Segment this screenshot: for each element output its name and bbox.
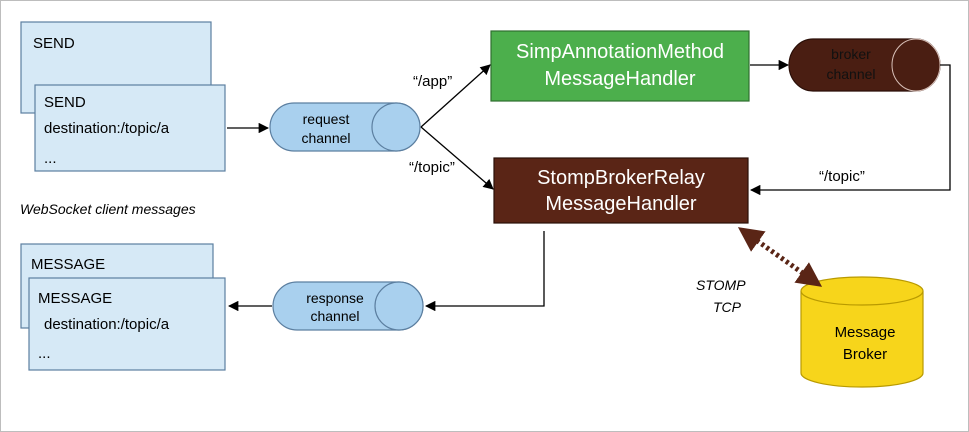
simp-annotation-handler: SimpAnnotationMethod MessageHandler bbox=[490, 30, 750, 102]
websocket-caption: WebSocket client messages bbox=[20, 201, 196, 217]
arrow-request-to-simp bbox=[420, 64, 491, 128]
arrow-relay-to-response bbox=[424, 231, 545, 312]
response-channel-line1: response bbox=[306, 290, 364, 306]
send-front-destination: destination:/topic/a bbox=[44, 120, 170, 137]
simp-handler-line1: SimpAnnotationMethod bbox=[516, 41, 724, 63]
label-stomp: STOMP bbox=[696, 277, 746, 293]
message-broker-line2: Broker bbox=[843, 346, 887, 363]
broker-channel-line1: broker bbox=[831, 46, 871, 62]
broker-channel: broker channel bbox=[788, 38, 941, 92]
simp-handler-line2: MessageHandler bbox=[544, 68, 696, 90]
message-front-ellipsis: ... bbox=[38, 345, 51, 362]
send-back-label: SEND bbox=[33, 35, 75, 52]
request-channel-line1: request bbox=[303, 111, 350, 127]
broker-channel-line2: channel bbox=[826, 66, 875, 82]
label-tcp: TCP bbox=[713, 299, 742, 315]
label-topic-left: “/topic” bbox=[409, 159, 455, 176]
message-front-destination: destination:/topic/a bbox=[44, 316, 170, 333]
message-front-type: MESSAGE bbox=[38, 290, 112, 307]
response-channel: response channel bbox=[272, 281, 424, 331]
relay-handler-line1: StompBrokerRelay bbox=[537, 167, 705, 189]
relay-handler-line2: MessageHandler bbox=[545, 193, 697, 215]
send-front-ellipsis: ... bbox=[44, 150, 57, 167]
send-message-front: SEND destination:/topic/a ... bbox=[34, 84, 226, 172]
request-channel: request channel bbox=[269, 102, 421, 152]
message-broker: Message Broker bbox=[800, 276, 924, 388]
stomp-tcp-link bbox=[737, 227, 823, 287]
message-broker-line1: Message bbox=[835, 324, 896, 341]
label-topic-right: “/topic” bbox=[819, 168, 865, 185]
request-channel-line2: channel bbox=[301, 130, 350, 146]
message-back-label: MESSAGE bbox=[31, 256, 105, 273]
message-message-front: MESSAGE destination:/topic/a ... bbox=[28, 277, 226, 371]
arrow-broker-channel-to-relay bbox=[749, 64, 951, 196]
response-channel-line2: channel bbox=[310, 308, 359, 324]
arrow-request-to-relay bbox=[420, 126, 494, 190]
send-front-type: SEND bbox=[44, 94, 86, 111]
stomp-broker-relay-handler: StompBrokerRelay MessageHandler bbox=[493, 157, 749, 224]
label-app: “/app” bbox=[413, 73, 452, 90]
